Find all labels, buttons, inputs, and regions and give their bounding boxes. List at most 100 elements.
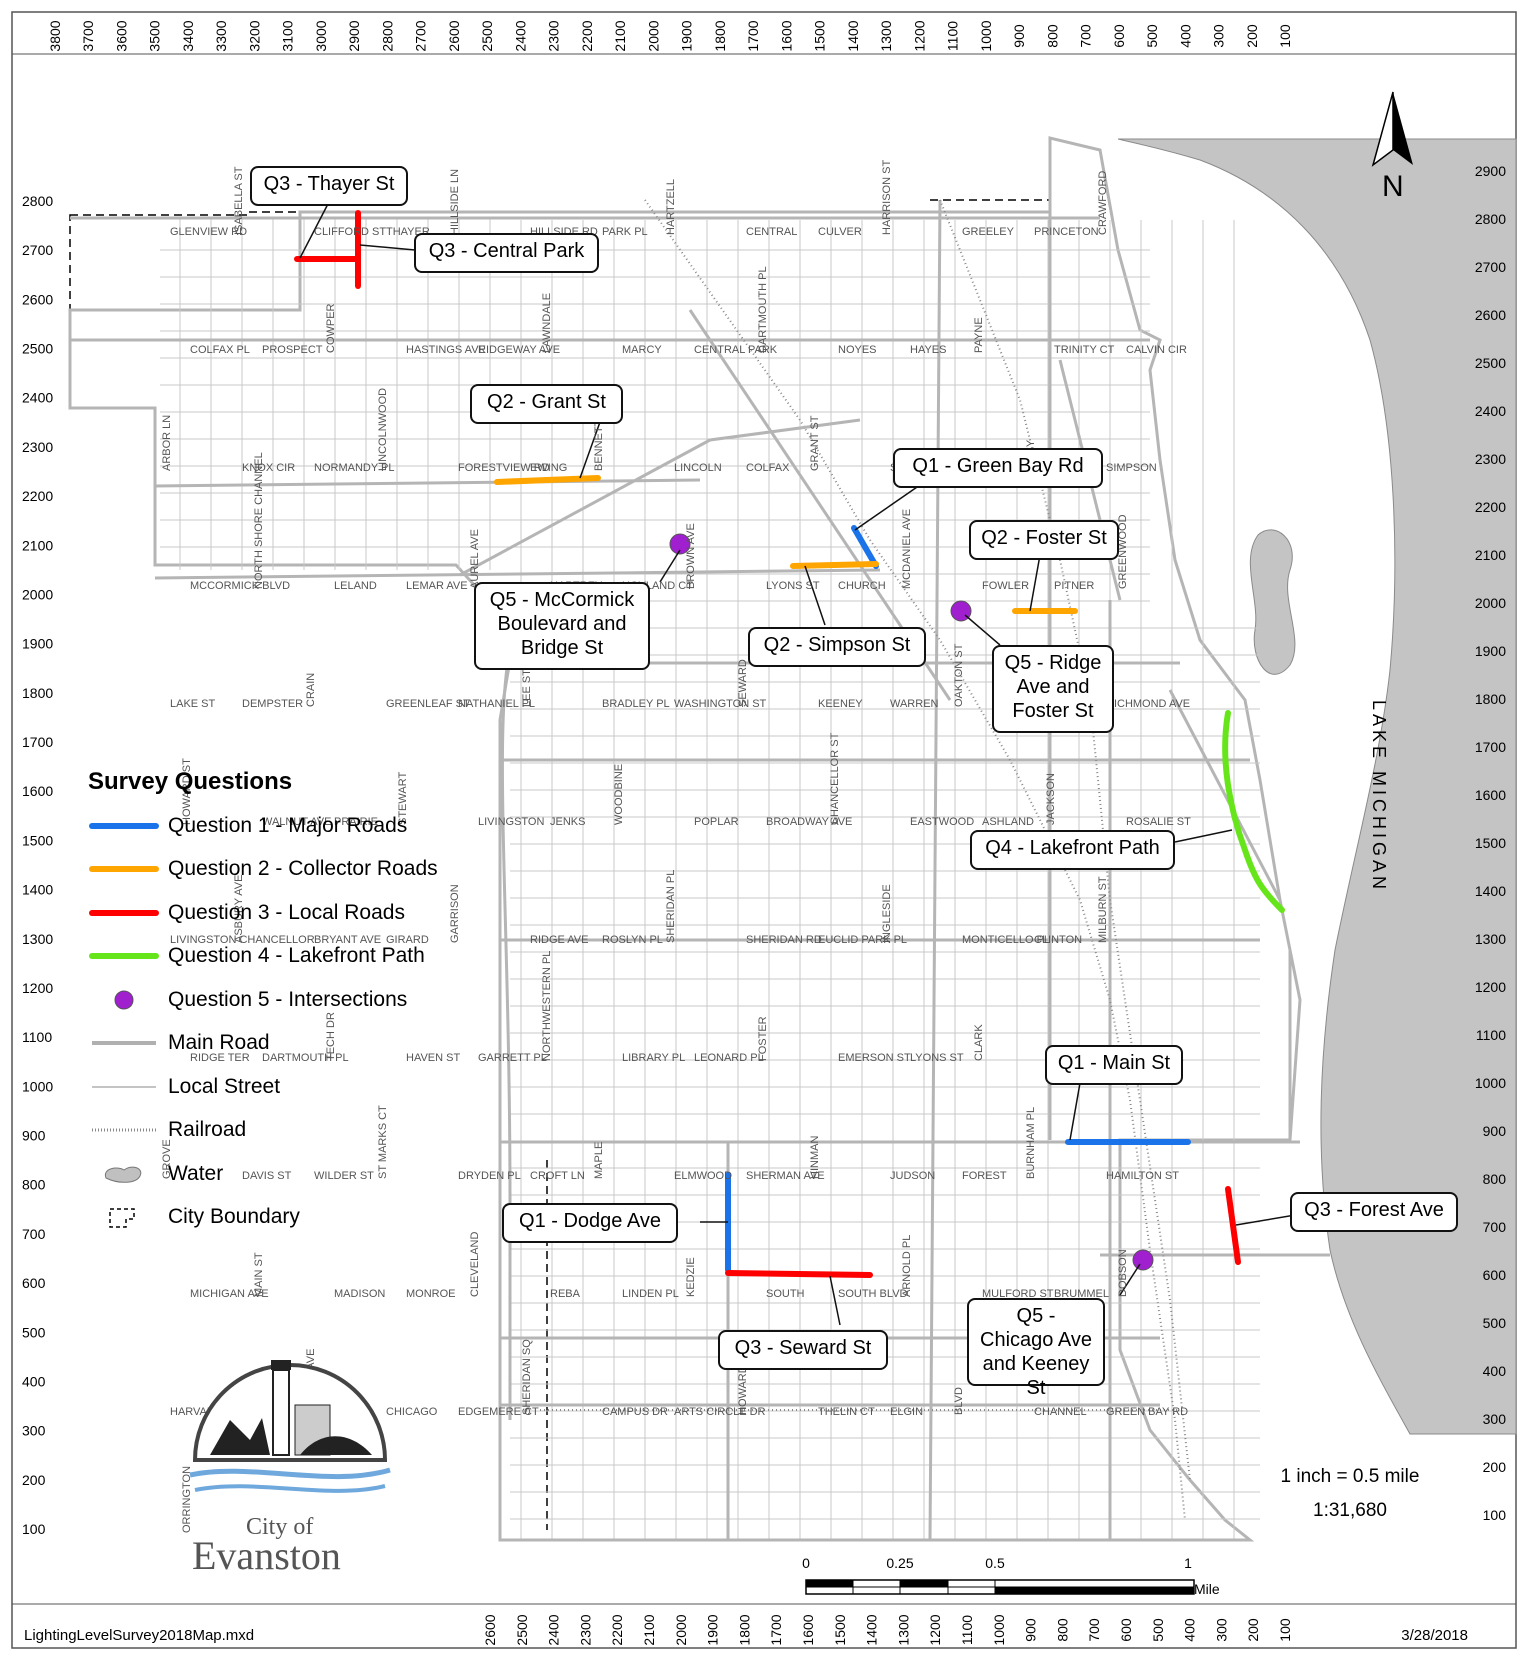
city-logo-icon: [189, 1360, 391, 1493]
main-road: [928, 199, 942, 1541]
street-label: BRYANT AVE: [314, 934, 381, 946]
street-label: FOSTER: [757, 1016, 769, 1061]
grid-bottom-number: 1800: [736, 1614, 752, 1645]
grid-left-number: 1500: [22, 832, 53, 848]
grid-top-number: 1200: [911, 20, 927, 51]
grid-right-number: 400: [1483, 1363, 1507, 1379]
street-label: MCDANIEL AVE: [901, 509, 913, 589]
grid-bottom-number: 1100: [959, 1615, 975, 1645]
grid-right-number: 500: [1483, 1315, 1507, 1331]
grid-top-number: 1900: [679, 20, 695, 51]
legend-title: Survey Questions: [88, 768, 293, 795]
street-label: CALVIN CIR: [1126, 344, 1187, 356]
grid-top-number: 800: [1044, 24, 1060, 48]
legend-row: Question 1 - Major Roads: [88, 804, 488, 848]
street-label: CENTRAL: [746, 226, 797, 238]
grid-left-number: 1900: [22, 636, 53, 652]
street-label: BENNETT: [593, 419, 605, 471]
street-label: LAKE ST: [170, 698, 216, 710]
street-label: GREENWOOD: [1117, 514, 1129, 589]
street-label: DOBSON: [1117, 1249, 1129, 1297]
street-label: COLFAX: [746, 462, 790, 474]
railroad-line-2: [939, 199, 1191, 1481]
grid-top-number: 600: [1111, 24, 1127, 48]
grid-top-number: 1800: [712, 20, 728, 51]
grid-bottom-number: 200: [1245, 1618, 1261, 1642]
street-label: JENKS: [550, 816, 585, 828]
street-label: CHANNEL: [1034, 1406, 1087, 1418]
callout-q3-thayer: Q3 - Thayer St: [250, 166, 408, 206]
street-label: LELAND: [334, 580, 377, 592]
grid-bottom-number: 1000: [991, 1614, 1007, 1645]
street-label: DRYDEN PL: [458, 1170, 521, 1182]
street-label: WARREN: [890, 698, 939, 710]
grid-left-number: 1800: [22, 685, 53, 701]
street-label: GARRETT PL: [478, 1052, 547, 1064]
grid-right-number: 800: [1483, 1171, 1507, 1187]
grid-left-number: 1300: [22, 931, 53, 947]
grid-top-number: 2300: [546, 20, 562, 51]
q4-lakefront-segment: [1222, 710, 1285, 913]
grid-top-number: 1400: [845, 20, 861, 51]
grid-bottom-number: 1600: [800, 1614, 816, 1645]
street-label: GIRARD: [386, 934, 429, 946]
grid-bottom-number: 2300: [577, 1614, 593, 1645]
street-label: NOYES: [838, 344, 877, 356]
street-label: HOWARD ST: [181, 758, 193, 825]
street-label: COLFAX PL: [190, 344, 250, 356]
street-label: LAWNDALE: [541, 293, 553, 353]
grid-right-number: 1600: [1475, 787, 1506, 803]
grid-right-number: 1800: [1475, 691, 1506, 707]
grid-top-number: 2200: [579, 20, 595, 51]
street-label: FORESTVIEW RD: [458, 462, 550, 474]
grid-right-number: 2700: [1475, 259, 1506, 275]
grid-bottom-number: 1900: [705, 1614, 721, 1645]
street-label: LEE ST: [521, 669, 533, 707]
street-label: LEONARD PL: [694, 1052, 764, 1064]
street-label: OAKTON ST: [953, 643, 965, 707]
street-label: HILLSIDE LN: [449, 169, 461, 235]
grid-left-number: 800: [22, 1177, 46, 1193]
legend-swatch-icon: [88, 901, 160, 925]
street-label: PAYNE: [973, 317, 985, 353]
grid-left-number: 1400: [22, 882, 53, 898]
grid-right-number: 2300: [1475, 451, 1506, 467]
railroad-line-1: [644, 199, 1186, 1521]
grid-top-number: 1300: [878, 20, 894, 51]
street-label: SHERMAN AVE: [746, 1170, 825, 1182]
street-label: MONTICELLO PL: [962, 934, 1050, 946]
north-label: N: [1382, 170, 1404, 203]
street-label: SEWARD: [737, 659, 749, 707]
legend-row: Question 4 - Lakefront Path: [88, 935, 488, 979]
street-label: WILDER ST: [314, 1170, 374, 1182]
lake-michigan-label: LAKE MICHIGAN: [1369, 700, 1389, 894]
grid-bottom-number: 1500: [832, 1614, 848, 1645]
street-label: BLVD: [953, 1387, 965, 1415]
street-label: BROADWAY AVE: [766, 816, 852, 828]
street-label: SHERIDAN RD: [746, 934, 822, 946]
grid-top-number: 100: [1277, 24, 1293, 48]
grid-left-number: 2200: [22, 488, 53, 504]
grid-left-number: 1200: [22, 980, 53, 996]
street-label: LIBRARY PL: [622, 1052, 685, 1064]
street-label: KNOX CIR: [242, 462, 295, 474]
legend-label: Water: [168, 1161, 224, 1185]
grid-right-number: 1900: [1475, 643, 1506, 659]
logo-city-of: City of: [246, 1514, 314, 1540]
legend-swatch-icon: [88, 944, 160, 968]
lagoon: [1249, 529, 1296, 675]
grid-left-number: 2500: [22, 341, 53, 357]
street-label: REBA: [550, 1288, 581, 1300]
callout-q2-grant: Q2 - Grant St: [470, 384, 623, 424]
street-label: EMERSON ST: [838, 1052, 911, 1064]
street-label: BRADLEY PL: [602, 698, 670, 710]
street-label: ORRINGTON: [181, 1466, 193, 1533]
street-label: MARCY: [622, 344, 662, 356]
grid-left-number: 300: [22, 1423, 46, 1439]
q5-chicago-dot: [1132, 1249, 1154, 1271]
grid-top-number: 3000: [313, 20, 329, 51]
street-label: DARTMOUTH PL: [262, 1052, 349, 1064]
legend-row: Question 5 - Intersections: [88, 978, 488, 1022]
